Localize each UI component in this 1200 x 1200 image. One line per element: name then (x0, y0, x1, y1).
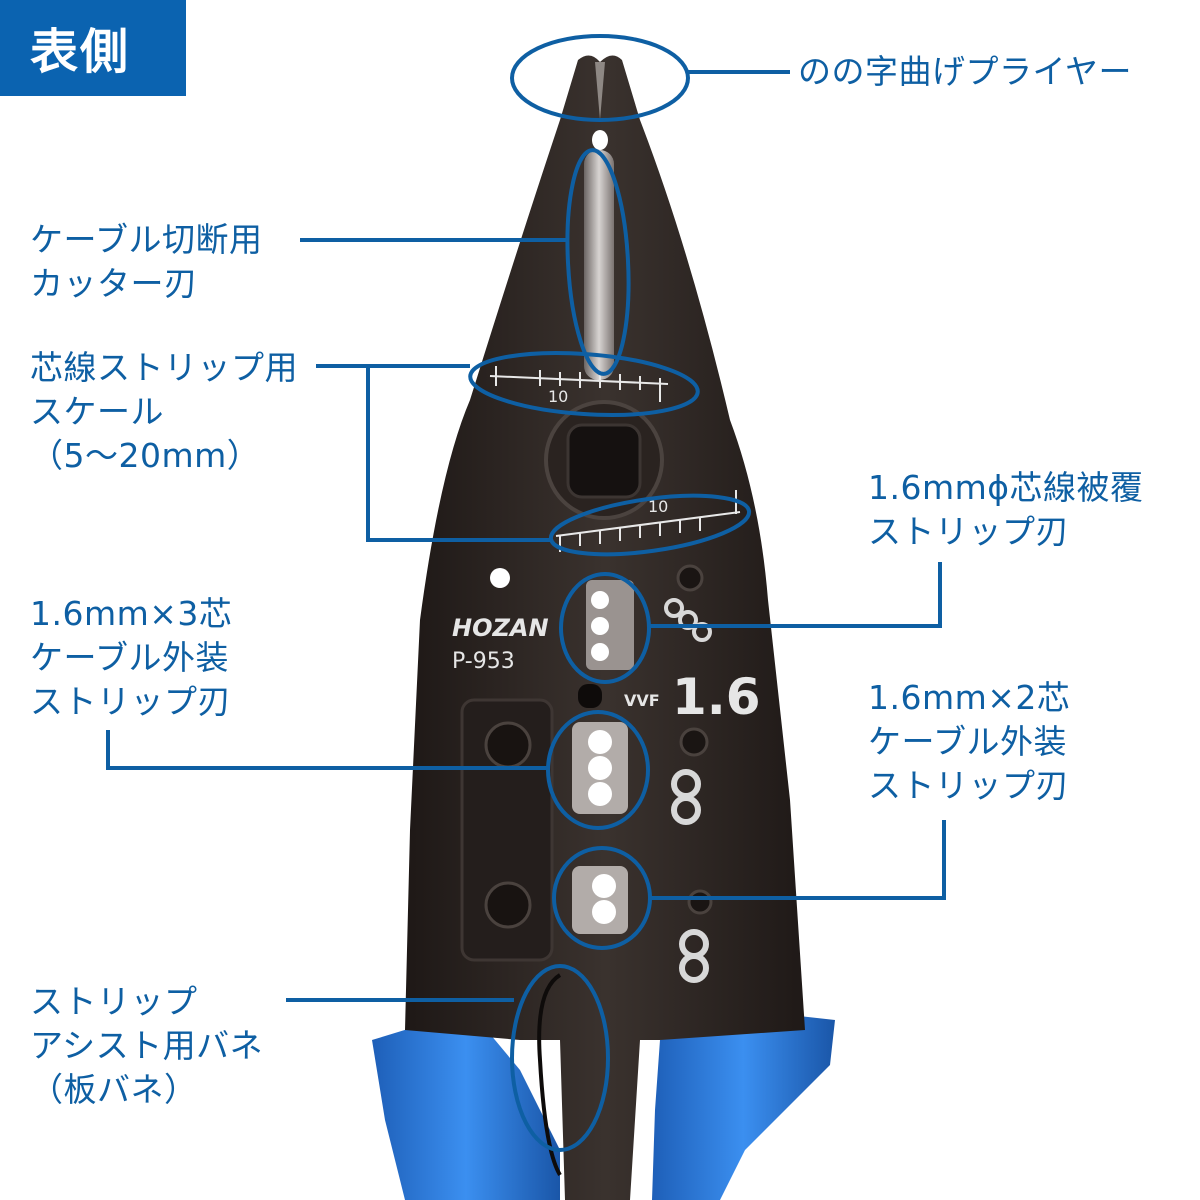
blade-ellipse (565, 148, 631, 376)
label-nose-pliers: のの字曲げプライヤー (798, 50, 1132, 94)
label-line: のの字曲げプライヤー (798, 52, 1133, 91)
label-line: アシスト用バネ (30, 1026, 264, 1065)
label-cutter-blade: ケーブル切断用 カッター刃 (30, 218, 263, 306)
assist-spring (537, 973, 562, 1177)
handles (372, 1010, 835, 1200)
label-line: ストリップ (30, 982, 198, 1021)
label-line: （5～20mm） (30, 436, 261, 475)
core-strip-leader (650, 562, 942, 628)
label-core-strip-blade: 1.6mmϕ芯線被覆 ストリップ刃 (868, 466, 1144, 554)
body-hole-left (490, 568, 510, 588)
nose-ellipse (510, 34, 690, 122)
label-line: 芯線ストリップ用 (30, 348, 298, 387)
label-line: 1.6mmϕ芯線被覆 (868, 468, 1144, 507)
three-core-leader (106, 730, 548, 770)
plate-screw-upper (484, 721, 532, 769)
upper-scale-number: 10 (548, 387, 568, 406)
center-notch (578, 684, 602, 708)
upper-scale (489, 366, 669, 402)
label-line: ストリップ刃 (30, 682, 231, 721)
side-plate (460, 698, 554, 962)
right-handle (652, 1010, 835, 1200)
label-line: （板バネ） (30, 1070, 198, 1109)
label-line: カッター刃 (30, 264, 198, 303)
two-core-blade (572, 866, 628, 934)
vvf-size: 1.6 (672, 668, 761, 726)
tool-body: 10 10 HO (405, 55, 805, 1200)
label-assist-spring: ストリップ アシスト用バネ （板バネ） (30, 980, 263, 1112)
body-hole-mid (679, 727, 709, 757)
upper-scale-ellipse (468, 351, 700, 417)
label-three-core-blade: 1.6mm×3芯 ケーブル外装 ストリップ刃 (30, 592, 232, 724)
side-tag: 表側 (0, 0, 186, 96)
vvf-prefix: VVF (624, 691, 660, 710)
brand-logo: HOZAN (452, 614, 549, 642)
label-line: ケーブル外装 (868, 722, 1068, 761)
three-core-blade (572, 722, 628, 814)
core-strip-holes (586, 580, 634, 670)
callout-lines (106, 34, 946, 1152)
left-handle (372, 1010, 560, 1200)
label-line: スケール (30, 392, 164, 431)
plate-screw-lower (484, 881, 532, 929)
lower-scale-number: 10 (648, 497, 668, 516)
body-hole-right (676, 564, 704, 592)
label-two-core-blade: 1.6mm×2芯 ケーブル外装 ストリップ刃 (868, 676, 1070, 808)
two-core-leader (650, 820, 946, 900)
label-line: ストリップ刃 (868, 766, 1069, 805)
label-line: ストリップ刃 (868, 512, 1069, 551)
pivot-bolt (566, 423, 642, 499)
cutter-blade (584, 150, 614, 380)
slot-top-hole (592, 130, 608, 150)
label-line: ケーブル外装 (30, 638, 230, 677)
label-line: 1.6mm×3芯 (30, 594, 233, 633)
label-line: ケーブル切断用 (30, 220, 263, 259)
scale-leader-lower (366, 366, 552, 542)
model-number: P-953 (452, 649, 515, 674)
body-hole-low (687, 889, 713, 915)
label-strip-scale: 芯線ストリップ用 スケール （5～20mm） (30, 346, 298, 478)
figure-eight-icon-upper (671, 769, 701, 825)
nose-groove (595, 62, 605, 120)
spring-ellipse (510, 964, 610, 1152)
figure-eight-icon-lower (679, 929, 709, 983)
side-tag-text: 表側 (30, 24, 131, 80)
core-strip-ellipse (559, 572, 651, 684)
label-line: 1.6mm×2芯 (868, 678, 1071, 717)
